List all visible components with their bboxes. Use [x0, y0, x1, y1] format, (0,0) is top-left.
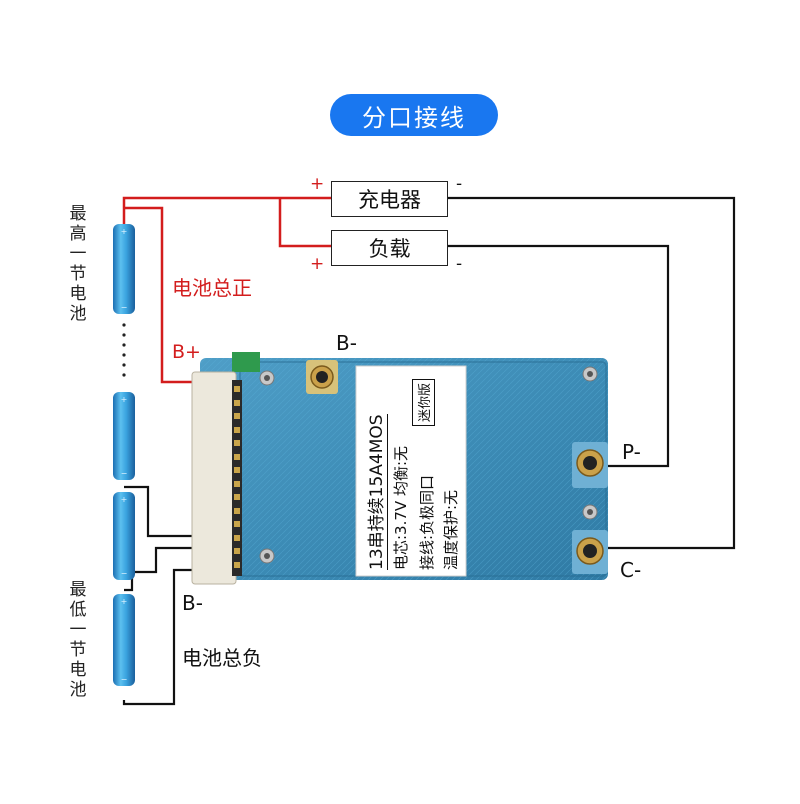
load-minus-sign: -	[456, 254, 463, 274]
board-line-3: 接线:负极同口	[418, 474, 436, 570]
board-badge: 迷你版	[412, 378, 435, 426]
p-minus-pad	[572, 442, 608, 488]
c-minus-label: C-	[620, 558, 642, 582]
battery-total-positive-label: 电池总正	[172, 276, 252, 300]
cell-polarity-marks: + − + − + − + −	[121, 227, 128, 684]
b-minus-top-label: B-	[336, 331, 357, 355]
svg-text:−: −	[121, 675, 128, 684]
svg-text:+: +	[121, 495, 128, 504]
battery-cell-1	[113, 224, 135, 314]
connector-pin	[234, 548, 240, 554]
negative-wires	[122, 196, 736, 706]
charger-box: 充电器	[331, 181, 448, 217]
b-plus-label: B+	[172, 341, 201, 363]
cell-continuation-dots	[122, 323, 126, 377]
connector-pin	[234, 480, 240, 487]
charger-minus-sign: -	[456, 174, 463, 194]
connector-pin	[234, 561, 240, 568]
connector-pin	[234, 386, 240, 392]
connector-pin	[234, 521, 240, 527]
highest-cell-label: 最高一节电池	[69, 204, 87, 324]
connector-pin	[234, 399, 240, 406]
svg-text:−: −	[121, 469, 128, 478]
svg-text:+: +	[121, 227, 128, 236]
connector-pin	[234, 440, 240, 446]
bms-board	[191, 352, 608, 585]
board-line-1: 13串持续15A4MOS	[362, 414, 388, 570]
connector-pin	[234, 507, 240, 514]
p-minus-label: P-	[622, 440, 641, 464]
balance-connector	[191, 371, 242, 585]
board-label-text: 13串持续15A4MOS 电芯:3.7V 均衡:无 接线:负极同口 温度保护:无…	[356, 366, 466, 576]
svg-text:−: −	[121, 303, 128, 312]
b-minus-pad	[306, 360, 338, 394]
charger-plus-sign: +	[310, 174, 325, 194]
battery-cell-2	[113, 392, 135, 480]
positive-wires	[122, 196, 331, 384]
c-minus-pad	[572, 530, 608, 574]
connector-pin	[234, 413, 240, 419]
svg-text:+: +	[121, 395, 128, 404]
battery-total-negative-label: 电池总负	[182, 646, 262, 670]
battery-cell-3	[113, 492, 135, 580]
board-line-4: 温度保护:无	[442, 489, 460, 570]
connector-pin	[234, 534, 240, 541]
lowest-cell-label: 最低一节电池	[69, 580, 87, 700]
connector-pin	[234, 426, 240, 433]
svg-text:−: −	[121, 569, 128, 578]
diagram-title: 分口接线	[330, 94, 498, 136]
battery-cell-4	[113, 594, 135, 686]
svg-text:+: +	[121, 597, 128, 606]
connector-pin	[234, 494, 240, 500]
load-plus-sign: +	[310, 254, 325, 274]
board-line-2: 电芯:3.7V 均衡:无	[392, 446, 410, 570]
connector-pin	[234, 467, 240, 473]
load-box: 负载	[331, 230, 448, 266]
b-minus-left-label: B-	[182, 591, 203, 615]
connector-pin	[234, 453, 240, 460]
